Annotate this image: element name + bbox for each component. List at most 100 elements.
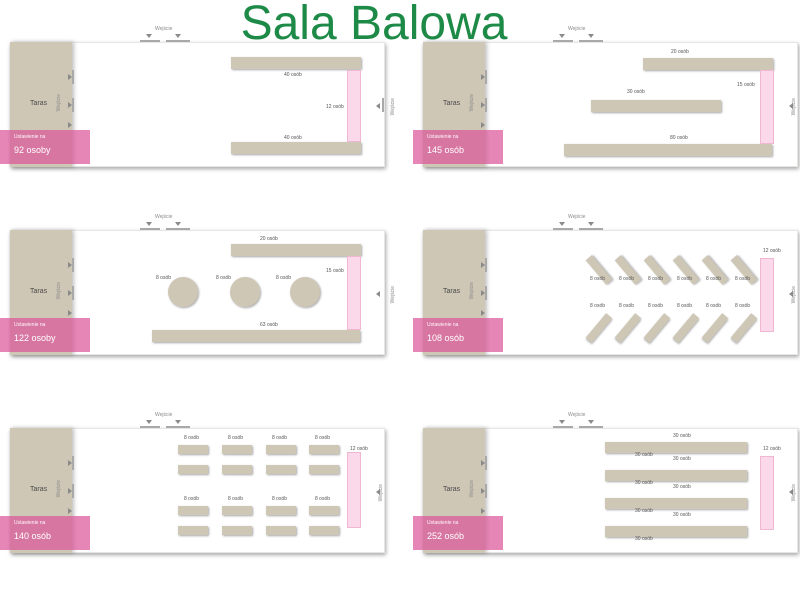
entrance-top-arrow-2 <box>175 222 181 226</box>
terrace-arrow <box>68 290 72 296</box>
head-table <box>760 70 774 144</box>
capacity-caption: Ustawienie na <box>14 520 46 526</box>
short-table <box>178 445 208 454</box>
entrance-top-label: Wejście <box>155 214 173 220</box>
terrace-entrance-label: Wejście <box>469 94 475 112</box>
terrace-door <box>485 98 487 112</box>
entrance-top-label: Wejście <box>155 26 173 32</box>
entrance-top-door <box>579 426 603 428</box>
table-label: 40 osób <box>284 135 302 141</box>
capacity-caption: Ustawienie na <box>427 322 459 328</box>
entrance-top-door <box>579 228 603 230</box>
head-table <box>760 456 774 530</box>
diagonal-table-label: 8 osób <box>619 303 635 309</box>
table-label: 63 osób <box>260 322 278 328</box>
terrace-label: Taras <box>30 486 48 493</box>
table-label: 20 osób <box>671 49 689 55</box>
page-title: Sala Balowa <box>240 0 508 50</box>
terrace-arrow <box>481 122 485 128</box>
long-table <box>605 442 747 453</box>
long-table-label: 30 osób <box>635 536 653 542</box>
capacity-value: 122 osoby <box>14 333 56 343</box>
terrace-arrow <box>481 460 485 466</box>
diagonal-table-label: 8 osób <box>590 303 606 309</box>
grid-table-label: 8 osób <box>315 496 331 502</box>
table-label: 80 osób <box>670 135 688 141</box>
entrance-right-arrow <box>789 291 793 297</box>
entrance-right-arrow <box>789 103 793 109</box>
terrace-arrow <box>481 290 485 296</box>
grid-table-label: 8 osób <box>184 496 200 502</box>
entrance-right-arrow <box>376 489 380 495</box>
diagonal-table-label: 8 osób <box>648 276 664 282</box>
diagonal-table-label: 8 osób <box>706 303 722 309</box>
terrace-arrow <box>481 488 485 494</box>
terrace-door <box>485 70 487 84</box>
round-table <box>230 277 260 307</box>
entrance-right-label: Wejście <box>378 484 384 502</box>
short-table <box>222 506 252 515</box>
entrance-top-door <box>579 40 603 42</box>
terrace-door <box>72 456 74 470</box>
long-table-label: 30 osób <box>635 452 653 458</box>
grid-table-label: 8 osób <box>228 496 244 502</box>
terrace-label: Taras <box>443 100 461 107</box>
head-table <box>347 70 361 142</box>
long-table <box>643 58 773 70</box>
terrace-arrow <box>68 122 72 128</box>
terrace-label: Taras <box>443 486 461 493</box>
short-table <box>266 506 296 515</box>
entrance-top-door <box>140 426 160 428</box>
capacity-caption: Ustawienie na <box>427 520 459 526</box>
terrace-door <box>485 456 487 470</box>
entrance-right-arrow <box>789 489 793 495</box>
terrace-arrow <box>68 102 72 108</box>
terrace-entrance-label: Wejście <box>469 480 475 498</box>
diagonal-table-label: 8 osób <box>735 276 751 282</box>
capacity-value: 92 osoby <box>14 145 51 155</box>
head-table-label: 15 osób <box>326 268 344 274</box>
terrace-arrow <box>68 74 72 80</box>
terrace-arrow <box>68 262 72 268</box>
terrace-door <box>72 258 74 272</box>
entrance-top-label: Wejście <box>155 412 173 418</box>
entrance-top-arrow-2 <box>588 222 594 226</box>
head-table-label: 12 osób <box>763 248 781 254</box>
terrace-label: Taras <box>30 288 48 295</box>
short-table <box>309 465 339 474</box>
capacity-caption: Ustawienie na <box>427 134 459 140</box>
terrace-door <box>485 258 487 272</box>
head-table-label: 12 osób <box>763 446 781 452</box>
terrace-arrow <box>481 74 485 80</box>
head-table-label: 12 osób <box>350 446 368 452</box>
head-table <box>347 256 361 330</box>
entrance-top-door <box>553 426 573 428</box>
diagonal-table-label: 8 osób <box>677 303 693 309</box>
head-table-label: 12 osób <box>326 104 344 110</box>
terrace-arrow <box>68 508 72 514</box>
round-table-label: 8 osób <box>216 275 232 281</box>
head-table-label: 15 osób <box>737 82 755 88</box>
capacity-value: 145 osób <box>427 145 465 155</box>
short-table <box>309 526 339 535</box>
long-table <box>605 470 747 481</box>
terrace-entrance-label: Wejście <box>469 282 475 300</box>
entrance-right-label: Wejście <box>390 286 396 304</box>
entrance-top-arrow-1 <box>559 34 565 38</box>
entrance-right-arrow <box>376 291 380 297</box>
terrace-arrow <box>481 508 485 514</box>
capacity-badge: Ustawienie na 92 osoby <box>0 130 90 164</box>
head-table <box>347 452 361 528</box>
diagonal-table-label: 8 osób <box>619 276 635 282</box>
entrance-top-arrow-1 <box>559 222 565 226</box>
entrance-right-label: Wejście <box>791 98 797 116</box>
terrace-arrow <box>481 262 485 268</box>
terrace-door <box>72 98 74 112</box>
diagonal-table-label: 8 osób <box>648 303 664 309</box>
round-table-label: 8 osób <box>276 275 292 281</box>
head-table <box>760 258 774 332</box>
long-table <box>231 244 361 256</box>
grid-table-label: 8 osób <box>272 435 288 441</box>
terrace-label: Taras <box>30 100 48 107</box>
